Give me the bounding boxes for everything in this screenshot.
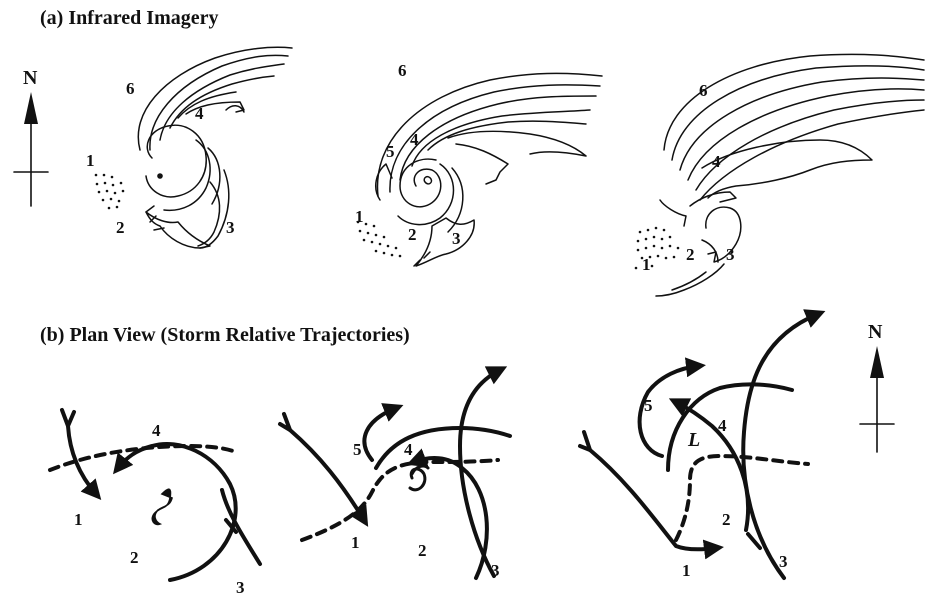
ir-frame-1: 1 2 3 4 6 — [86, 47, 292, 248]
ir-frame-1-cloud — [138, 47, 292, 248]
ir-frame-3-label-3: 3 — [726, 245, 735, 264]
compass-a: N — [14, 67, 48, 206]
ir-frame-3-label-1: 1 — [642, 255, 651, 274]
ir-frame-1-eye — [157, 173, 163, 179]
ir-frame-1-label-3: 3 — [226, 218, 235, 237]
ir-frame-3-cloud — [656, 54, 924, 296]
ir-frame-2-label-1: 1 — [355, 207, 364, 226]
ir-frame-3-label-4: 4 — [712, 152, 721, 171]
compass-b-letter: N — [868, 321, 883, 343]
hurricane-symbol-icon — [410, 466, 428, 490]
trajectory-frame-2-label-3: 3 — [491, 561, 500, 580]
trajectory-frame-1: 1 2 3 4 — [50, 410, 260, 597]
trajectory-frame-2: 1 2 3 4 5 — [280, 370, 510, 580]
ir-frame-2-label-4: 4 — [410, 130, 419, 149]
ir-frame-1-label-1: 1 — [86, 151, 95, 170]
ir-frame-3-label-2: 2 — [686, 245, 695, 264]
ir-frame-1-label-6: 6 — [126, 79, 135, 98]
trajectory-frame-1-label-2: 2 — [130, 548, 139, 567]
hurricane-symbol-icon — [152, 489, 172, 524]
ir-frame-2-label-6: 6 — [398, 61, 407, 80]
ir-frame-3-label-6: 6 — [699, 81, 708, 100]
trajectory-frame-3: L 1 2 3 4 5 — [580, 314, 818, 580]
trajectory-frame-2-flow-5 — [364, 408, 396, 460]
ir-frame-2-label-3: 3 — [452, 229, 461, 248]
ir-frame-2-label-5: 5 — [386, 142, 395, 161]
panel-a-title: (a) Infrared Imagery — [40, 7, 218, 29]
ir-frame-1-label-4: 4 — [195, 104, 204, 123]
trajectory-frame-3-low-label: L — [687, 429, 700, 451]
compass-b: N — [860, 321, 894, 452]
ir-frame-2-label-2: 2 — [408, 225, 417, 244]
ir-frame-2: 1 2 3 4 5 6 — [355, 61, 602, 266]
trajectory-frame-3-label-3: 3 — [779, 552, 788, 571]
trajectory-frame-1-label-4: 4 — [152, 421, 161, 440]
ir-frame-2-dots — [357, 221, 402, 258]
trajectory-frame-3-flow-north — [743, 314, 818, 578]
trajectory-frame-2-label-1: 1 — [351, 533, 360, 552]
panel-b-title: (b) Plan View (Storm Relative Trajectori… — [40, 324, 410, 346]
ir-frame-1-label-2: 2 — [116, 218, 125, 237]
compass-a-letter: N — [23, 67, 38, 89]
trajectory-frame-1-label-3: 3 — [236, 578, 245, 597]
trajectory-frame-3-label-1: 1 — [682, 561, 691, 580]
trajectory-frame-2-label-2: 2 — [418, 541, 427, 560]
trajectory-frame-3-flow-1-tail — [580, 432, 590, 450]
trajectory-frame-3-label-2: 2 — [722, 510, 731, 529]
trajectory-frame-3-flow-1 — [590, 450, 716, 549]
trajectory-frame-1-flow-1-tail — [62, 410, 74, 426]
ir-frame-1-dots — [95, 174, 125, 210]
trajectory-frame-2-label-5: 5 — [353, 440, 362, 459]
trajectory-frame-1-label-1: 1 — [74, 510, 83, 529]
trajectory-frame-3-label-5: 5 — [644, 396, 653, 415]
trajectory-frame-2-label-4: 4 — [404, 440, 413, 459]
ir-frame-3: 1 2 3 4 6 — [635, 54, 924, 296]
trajectory-frame-1-flow-3 — [222, 490, 260, 564]
trajectory-frame-3-label-4: 4 — [718, 416, 727, 435]
trajectory-frame-2-flow-1-tail — [280, 414, 290, 430]
